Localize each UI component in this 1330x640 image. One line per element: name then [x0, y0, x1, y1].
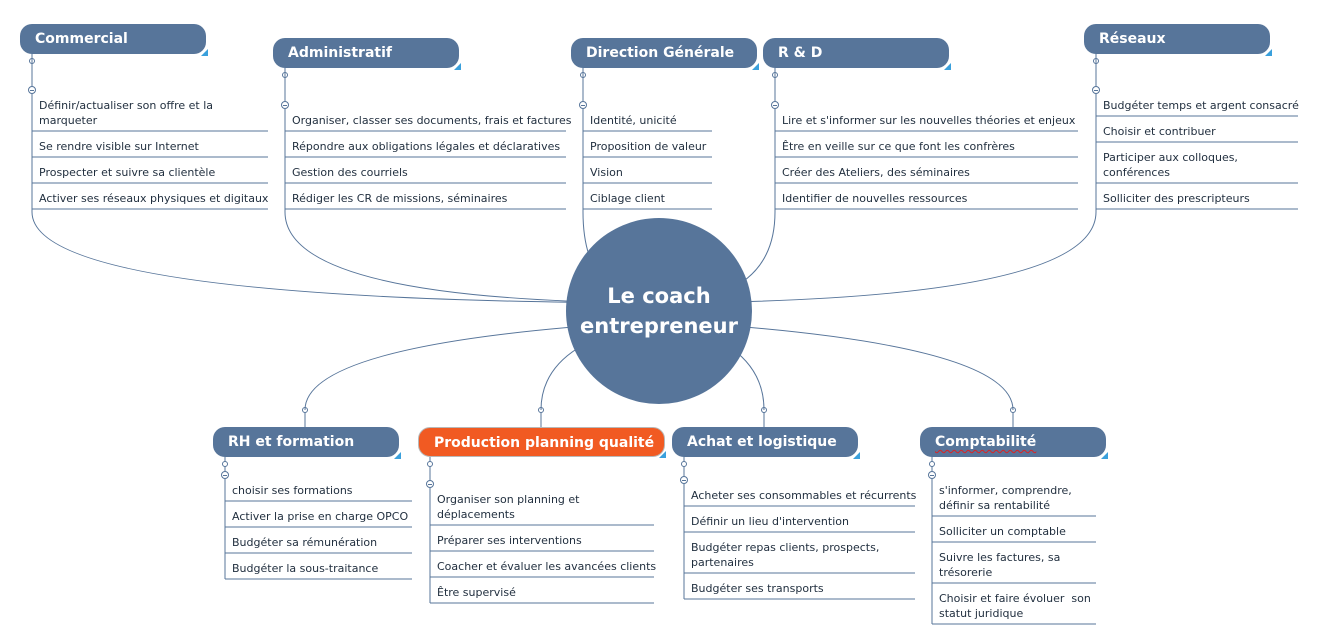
expand-toggle-icon[interactable] [929, 461, 935, 467]
expand-corner-icon [853, 452, 860, 459]
connector-administratif [284, 68, 660, 304]
expand-toggle-icon[interactable] [427, 461, 433, 467]
subtopic-item[interactable]: Définir un lieu d'intervention [691, 515, 849, 528]
subtopic-item[interactable]: Choisir et faire évoluer son statut juri… [939, 592, 1091, 620]
subtopic-item[interactable]: Organiser son planning et déplacements [437, 493, 580, 521]
connector-reseaux [658, 54, 1097, 304]
expand-corner-icon [201, 49, 208, 56]
topic-label: RH et formation [228, 434, 355, 450]
topic-label: Réseaux [1099, 31, 1166, 47]
subtopic-item[interactable]: Vision [590, 166, 623, 179]
subtopic-item[interactable]: Identifier de nouvelles ressources [782, 192, 968, 205]
topic-label: Direction Générale [586, 45, 735, 61]
collapse-minus-icon[interactable] [426, 480, 434, 488]
subtopic-item[interactable]: Se rendre visible sur Internet [39, 140, 199, 153]
collapse-minus-icon[interactable] [579, 101, 587, 109]
collapse-minus-icon[interactable] [928, 471, 936, 479]
topic-rd[interactable]: R & D [763, 38, 951, 70]
topic-label: Production planning qualité [434, 435, 655, 451]
topic-label: Commercial [35, 31, 128, 47]
central-topic-line1: Le coach [607, 284, 711, 308]
subtopic-item[interactable]: Lire et s'informer sur les nouvelles thé… [782, 114, 1076, 127]
subtopic-item[interactable]: Activer la prise en charge OPCO [232, 510, 409, 523]
subtopic-item[interactable]: Prospecter et suivre sa clientèle [39, 166, 216, 179]
topic-label: Administratif [288, 45, 392, 61]
subtopic-item[interactable]: Coacher et évaluer les avancées clients [437, 560, 657, 573]
collapse-minus-icon[interactable] [281, 101, 289, 109]
subtopic-item[interactable]: Budgéter ses transports [691, 582, 824, 595]
expand-corner-icon [1101, 452, 1108, 459]
expand-corner-icon [659, 451, 666, 458]
subtopic-item[interactable]: Organiser, classer ses documents, frais … [292, 114, 572, 127]
topic-achat[interactable]: Achat et logistique [672, 427, 860, 459]
central-topic-line2: entrepreneur [580, 314, 738, 338]
topic-reseaux[interactable]: Réseaux [1084, 24, 1272, 56]
topic-production[interactable]: Production planning qualité [418, 427, 666, 458]
topic-label: Achat et logistique [687, 434, 837, 450]
subtopic-item[interactable]: Solliciter des prescripteurs [1103, 192, 1250, 205]
subtopic-item[interactable]: Suivre les factures, sa trésorerie [939, 551, 1061, 579]
collapse-minus-icon[interactable] [221, 471, 229, 479]
subtopic-item[interactable]: Budgéter repas clients, prospects, parte… [691, 541, 880, 569]
central-topic[interactable]: Le coach entrepreneur [566, 218, 752, 404]
subtopic-item[interactable]: Activer ses réseaux physiques et digitau… [39, 192, 269, 205]
topic-label: R & D [778, 45, 823, 61]
subtopic-item[interactable]: Budgéter la sous-traitance [232, 562, 379, 575]
expand-toggle-icon[interactable] [681, 461, 687, 467]
subtopic-item[interactable]: Être supervisé [437, 586, 516, 599]
connector-commercial [31, 54, 660, 304]
expand-corner-icon [752, 63, 759, 70]
subtopic-item[interactable]: Gestion des courriels [292, 166, 408, 179]
subtopic-item[interactable]: Rédiger les CR de missions, séminaires [292, 192, 508, 205]
expand-toggle-icon[interactable] [222, 461, 228, 467]
collapse-minus-icon[interactable] [28, 86, 36, 94]
topic-rh[interactable]: RH et formation [213, 427, 401, 459]
topic-administratif[interactable]: Administratif [273, 38, 461, 70]
expand-corner-icon [454, 63, 461, 70]
expand-corner-icon [394, 452, 401, 459]
collapse-minus-icon[interactable] [1092, 86, 1100, 94]
subtopic-item[interactable]: Acheter ses consommables et récurrents [691, 489, 917, 502]
subtopic-item[interactable]: choisir ses formations [232, 484, 353, 497]
subtopic-item[interactable]: Répondre aux obligations légales et décl… [292, 140, 561, 153]
expand-corner-icon [1265, 49, 1272, 56]
subtopic-item[interactable]: Préparer ses interventions [437, 534, 582, 547]
subtopic-item[interactable]: Budgéter sa rémunération [232, 536, 378, 549]
topic-direction[interactable]: Direction Générale [571, 38, 759, 70]
topic-comptabilite[interactable]: Comptabilité [920, 427, 1108, 459]
subtopic-item[interactable]: s'informer, comprendre, définir sa renta… [939, 484, 1072, 512]
subtopic-item[interactable]: Créer des Ateliers, des séminaires [782, 166, 970, 179]
subtopic-item[interactable]: Choisir et contribuer [1103, 125, 1216, 138]
collapse-minus-icon[interactable] [680, 476, 688, 484]
subtopic-item[interactable]: Être en veille sur ce que font les confr… [782, 140, 1015, 153]
expand-corner-icon [944, 63, 951, 70]
subtopic-item[interactable]: Proposition de valeur [590, 140, 707, 153]
subtopic-item[interactable]: Budgéter temps et argent consacré [1103, 99, 1299, 112]
collapse-minus-icon[interactable] [771, 101, 779, 109]
subtopic-item[interactable]: Identité, unicité [590, 114, 677, 127]
subtopic-item[interactable]: Ciblage client [590, 192, 665, 205]
subtopic-item[interactable]: Participer aux colloques, conférences [1103, 151, 1238, 179]
subtopic-item[interactable]: Solliciter un comptable [939, 525, 1066, 538]
topic-label: Comptabilité [935, 434, 1037, 450]
topic-commercial[interactable]: Commercial [20, 24, 208, 56]
subtopic-item[interactable]: Définir/actualiser son offre et la marqu… [39, 99, 214, 127]
